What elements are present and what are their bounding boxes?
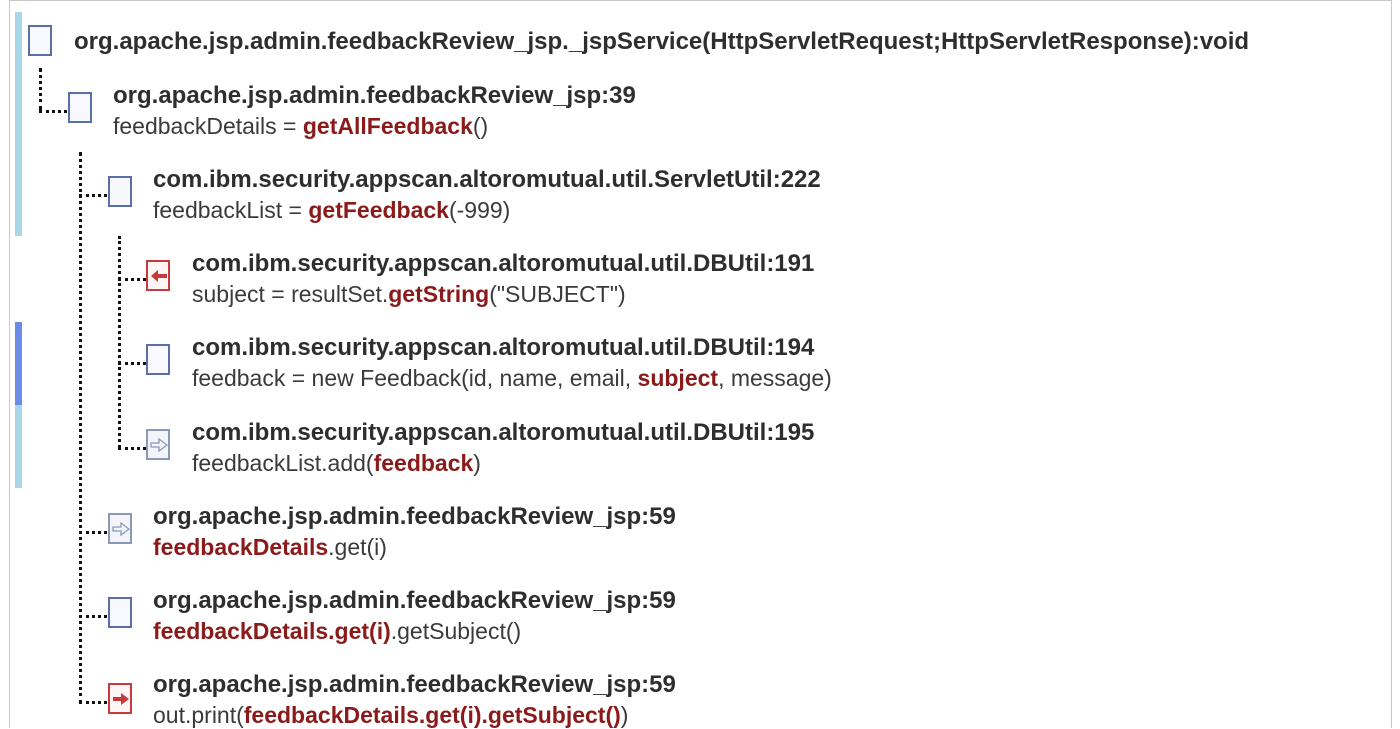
tree-connector [79, 615, 107, 618]
trace-gutter-marker [15, 12, 22, 236]
pass-through-icon [146, 429, 170, 460]
trace-gutter-marker [15, 405, 22, 488]
node-code: feedback = new Feedback(id, name, email,… [192, 365, 832, 391]
node-title: org.apache.jsp.admin.feedbackReview_jsp:… [153, 503, 676, 530]
node-title: com.ibm.security.appscan.altoromutual.ut… [192, 334, 815, 361]
method-icon [28, 25, 52, 56]
method-icon [108, 597, 132, 628]
node-title: com.ibm.security.appscan.altoromutual.ut… [153, 166, 821, 193]
pass-through-icon [108, 513, 132, 544]
node-title: org.apache.jsp.admin.feedbackReview_jsp:… [113, 82, 636, 109]
node-title: com.ibm.security.appscan.altoromutual.ut… [192, 250, 815, 277]
tree-connector [118, 362, 146, 365]
node-code: feedbackDetails.get(i).getSubject() [153, 618, 522, 644]
arrow-right-icon [113, 693, 129, 705]
tree-connector [79, 701, 107, 704]
method-icon [108, 176, 132, 207]
tree-connector [118, 447, 146, 450]
node-code: feedbackDetails.get(i) [153, 534, 387, 560]
tree-connector [79, 152, 82, 704]
method-icon [146, 344, 170, 375]
arrow-right-icon [150, 437, 168, 453]
node-code: feedbackList = getFeedback(-999) [153, 197, 511, 223]
node-code: out.print(feedbackDetails.get(i).getSubj… [153, 702, 629, 728]
node-code: subject = resultSet.getString("SUBJECT") [192, 281, 626, 307]
trace-panel [9, 0, 1392, 728]
trace-gutter-marker-active [15, 322, 22, 405]
node-code: feedbackDetails = getAllFeedback() [113, 113, 489, 139]
tree-connector [39, 110, 67, 113]
node-code: feedbackList.add(feedback) [192, 450, 481, 476]
tree-connector [118, 236, 121, 448]
tree-connector [39, 68, 42, 110]
node-title: org.apache.jsp.admin.feedbackReview_jsp:… [153, 587, 676, 614]
method-icon [68, 92, 92, 123]
tree-connector [79, 531, 107, 534]
node-title: com.ibm.security.appscan.altoromutual.ut… [192, 419, 815, 446]
tree-connector [118, 278, 146, 281]
node-title: org.apache.jsp.admin.feedbackReview_jsp.… [74, 28, 1250, 55]
tree-connector [79, 194, 107, 197]
sink-icon [108, 683, 132, 714]
arrow-right-icon [112, 521, 130, 537]
arrow-left-icon [151, 270, 167, 282]
node-title: org.apache.jsp.admin.feedbackReview_jsp:… [153, 671, 676, 698]
source-icon [146, 260, 170, 291]
